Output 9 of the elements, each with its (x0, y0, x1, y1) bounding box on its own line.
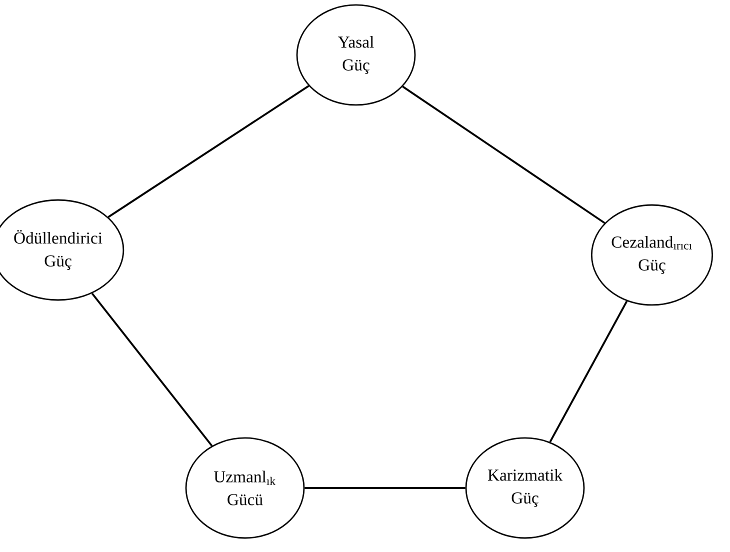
connector-line (304, 487, 466, 489)
connector-line (91, 292, 213, 446)
ellipse-node: Yasal Güç (296, 4, 416, 106)
ellipse-node: Karizmatik Güç (465, 437, 585, 539)
ellipse-node: Cezaland$_{ırıcı}$ Güç (590, 204, 714, 306)
connector-line (402, 86, 606, 224)
ellipse-node: Uzmanl$_{ık}$ Gücü (185, 437, 305, 539)
connector-line (108, 85, 310, 218)
connector-line (549, 300, 628, 442)
